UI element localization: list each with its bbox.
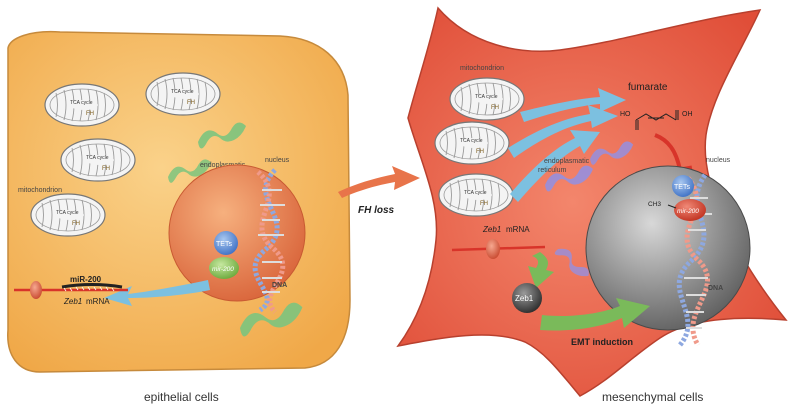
tca-label: TCA cycle [56, 210, 79, 216]
mir200-gene-left [209, 257, 239, 279]
nucleus-left [168, 164, 306, 302]
fumarate-structure [635, 110, 679, 130]
oh-label: OH [682, 111, 693, 118]
mitochondrion-left-4: TCA cycle FH [30, 193, 106, 237]
mrna-label-right: mRNA [506, 225, 530, 234]
green-arrow-down [528, 252, 554, 288]
fh-label: FH [102, 166, 110, 172]
blue-arrow-right-3 [510, 130, 600, 202]
dna-label-right: DNA [708, 285, 723, 292]
mitochondrion-right-1: TCA cycle FH [449, 77, 525, 121]
ho-label: HO [620, 111, 631, 118]
tets-label-left: TETs [216, 241, 232, 248]
mrna-label-left: mRNA [86, 297, 110, 306]
mesenchymal-caption: mesenchymal cells [602, 390, 703, 404]
mir200-gene-label-left: mir-200 [212, 266, 234, 273]
blue-arrow-left [104, 280, 210, 306]
emt-induction-label: EMT induction [571, 337, 633, 347]
nucleus-right [585, 165, 751, 331]
nucleus-label-right: nucleus [706, 157, 731, 164]
tca-label: TCA cycle [475, 94, 498, 100]
fumarate-label: fumarate [628, 82, 668, 93]
zeb1-mrna-left [14, 281, 128, 299]
fh-label: FH [480, 201, 488, 207]
mir200-label-left: miR-200 [70, 275, 102, 284]
fh-label: FH [187, 100, 195, 106]
er-label-left-1: endoplasmatic [200, 162, 246, 169]
blue-arrow-right-1 [520, 88, 626, 122]
tets-protein-left [214, 231, 238, 255]
mitochondrion-right-3: TCA cycle FH [438, 173, 514, 217]
epithelial-caption: epithelial cells [144, 390, 219, 404]
tca-label: TCA cycle [171, 89, 194, 95]
fh-label: FH [476, 149, 484, 155]
zeb1-gene-label-right: Zeb1 [482, 225, 501, 234]
ch3-label: CH3 [648, 201, 661, 208]
zeb1-gene-label-left: Zeb1 [63, 297, 82, 306]
dna-helix-left [252, 168, 286, 314]
mir200-gene-label-right: mir-200 [677, 208, 699, 215]
tets-label-right: TETs [674, 184, 690, 191]
mitochondrion-left-3: TCA cycle FH [60, 138, 136, 182]
blue-arrow-right-2 [508, 105, 618, 158]
tca-label: TCA cycle [70, 100, 93, 106]
mitochondrion-label-left: mitochondrion [18, 187, 62, 194]
zeb1-protein-label: Zeb1 [515, 294, 534, 303]
green-arrow-emt [540, 298, 650, 331]
nucleus-label-left: nucleus [265, 157, 290, 164]
tca-label: TCA cycle [86, 155, 109, 161]
mitochondrion-label-right: mitochondrion [460, 65, 504, 72]
zeb1-protein [512, 283, 542, 313]
fh-label: FH [86, 111, 94, 117]
fh-loss-label: FH loss [358, 205, 395, 216]
mir200-gene-right [674, 199, 706, 221]
tets-protein-right [672, 175, 694, 197]
mitochondrion-left-1: TCA cycle FH [44, 83, 120, 127]
tca-label: TCA cycle [460, 138, 483, 144]
mitochondrion-right-2: TCA cycle FH [434, 121, 510, 165]
er-label-right-2: reticulum [538, 167, 567, 174]
transition-arrow [338, 166, 420, 198]
fh-label: FH [72, 221, 80, 227]
er-label-right-1: endoplasmatic [544, 158, 590, 165]
dna-label-left: DNA [272, 282, 287, 289]
fh-label: FH [491, 105, 499, 111]
mitochondrion-left-2: TCA cycle FH [145, 72, 221, 116]
zeb1-mrna-right [451, 239, 546, 259]
tca-label: TCA cycle [464, 190, 487, 196]
